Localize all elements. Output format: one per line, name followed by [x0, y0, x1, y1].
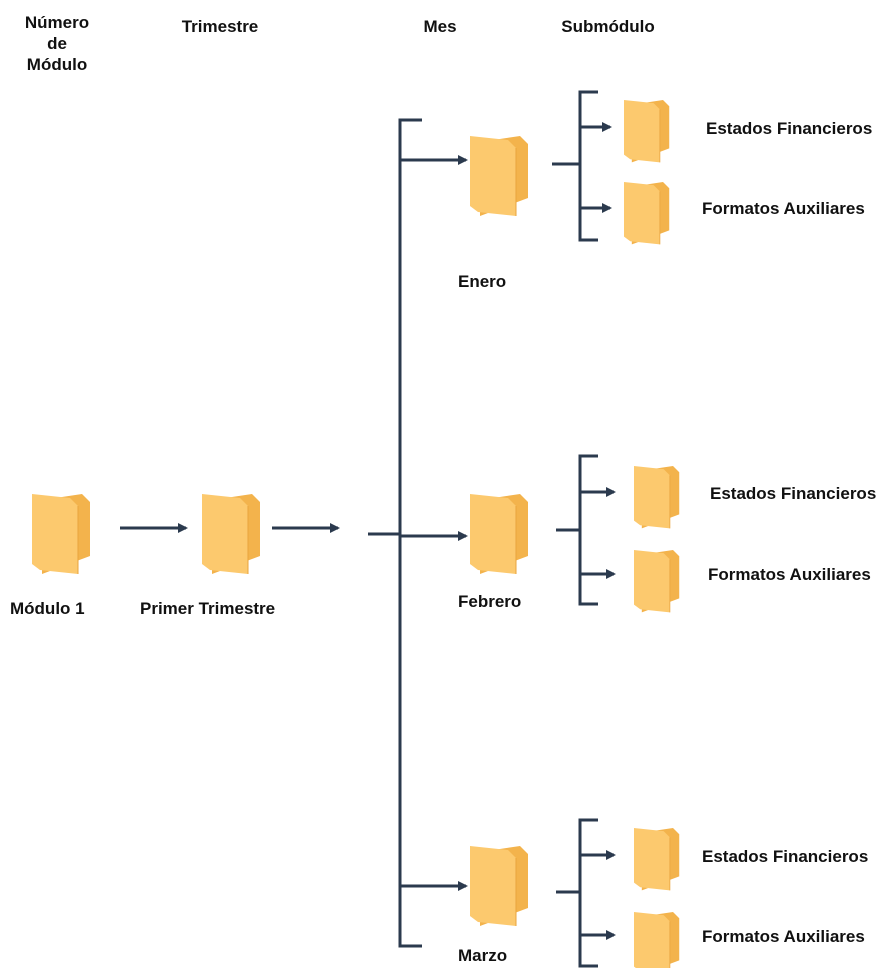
quarter-folder-icon: [201, 493, 261, 575]
marzo-sub-estados-financieros: Estados Financieros: [702, 847, 869, 866]
marzo-sub-bracket: [578, 818, 598, 968]
module-label: Módulo 1: [10, 599, 85, 618]
sub-folder-icons: [623, 99, 680, 968]
month-febrero-label: Febrero: [458, 592, 522, 611]
marzo-sub-formatos-auxiliares: Formatos Auxiliares: [702, 927, 865, 946]
month-enero-folder-icon: [469, 135, 529, 217]
sub-enero-ef-folder-icon: [623, 99, 670, 163]
sub-marzo-ef-folder-icon: [633, 827, 680, 891]
sub-febrero-ef-folder-icon: [633, 465, 680, 529]
month-marzo-folder-icon: [469, 845, 529, 927]
sub-marzo-fa-folder-icon: [633, 911, 680, 968]
header-submodulo: Submódulo: [561, 17, 655, 36]
months-bracket: [398, 118, 422, 948]
enero-sub-formatos-auxiliares: Formatos Auxiliares: [702, 199, 865, 218]
header-numero-de-modulo: Número de Módulo: [14, 12, 100, 75]
quarter-label: Primer Trimestre: [140, 599, 276, 618]
header-mes: Mes: [423, 17, 457, 36]
module-folder-icon: [31, 493, 91, 575]
sub-febrero-fa-folder-icon: [633, 549, 680, 613]
header-modulo-line3: Módulo: [26, 55, 88, 74]
month-febrero-folder-icon: [469, 493, 529, 575]
enero-sub-estados-financieros: Estados Financieros: [706, 119, 873, 138]
sub-enero-fa-folder-icon: [623, 181, 670, 245]
month-enero-label: Enero: [458, 272, 507, 291]
month-marzo-label: Marzo: [458, 946, 508, 965]
enero-sub-bracket: [578, 90, 598, 242]
febrero-sub-formatos-auxiliares: Formatos Auxiliares: [708, 565, 871, 584]
febrero-sub-estados-financieros: Estados Financieros: [710, 484, 877, 503]
header-modulo-line2: de: [47, 34, 67, 53]
header-trimestre: Trimestre: [181, 17, 259, 36]
header-modulo-line1: Número: [24, 13, 90, 32]
febrero-sub-bracket: [578, 454, 598, 606]
